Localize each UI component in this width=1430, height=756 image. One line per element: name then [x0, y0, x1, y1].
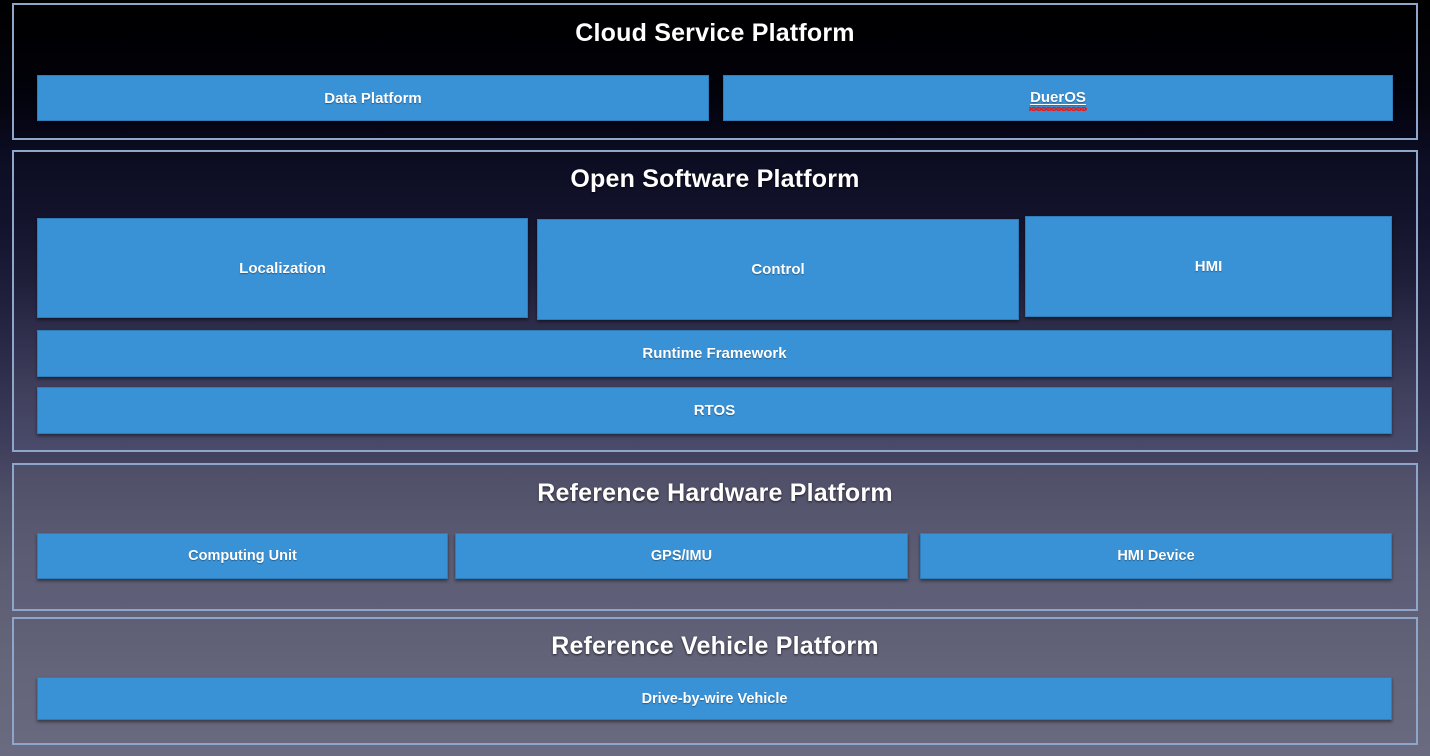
- block-hmi[interactable]: HMI: [1025, 216, 1392, 317]
- layer-reference-vehicle-platform: Reference Vehicle Platform Drive-by-wire…: [12, 617, 1418, 745]
- layer-title-cloud-service-platform: Cloud Service Platform: [575, 19, 855, 47]
- block-dueros[interactable]: DuerOS: [723, 75, 1393, 121]
- layer-open-software-platform: Open Software Platform Localization Cont…: [12, 150, 1418, 452]
- block-runtime-framework[interactable]: Runtime Framework: [37, 330, 1392, 377]
- layer-title-open-software-platform: Open Software Platform: [570, 165, 860, 193]
- block-computing-unit[interactable]: Computing Unit: [37, 533, 448, 579]
- block-label-dueros: DuerOS: [1029, 89, 1087, 111]
- block-gps-imu[interactable]: GPS/IMU: [455, 533, 908, 579]
- block-label-gps-imu: GPS/IMU: [650, 548, 713, 564]
- layer-cloud-service-platform: Cloud Service Platform Data Platform Due…: [12, 3, 1418, 140]
- block-drive-by-wire-vehicle[interactable]: Drive-by-wire Vehicle: [37, 677, 1392, 720]
- block-label-data-platform: Data Platform: [324, 89, 422, 107]
- block-label-hmi-device: HMI Device: [1117, 548, 1195, 564]
- block-label-runtime-framework: Runtime Framework: [642, 345, 787, 362]
- block-localization[interactable]: Localization: [37, 218, 528, 318]
- block-rtos[interactable]: RTOS: [37, 387, 1392, 434]
- block-label-localization: Localization: [239, 259, 326, 277]
- block-control[interactable]: Control: [537, 219, 1019, 320]
- block-label-hmi: HMI: [1194, 258, 1223, 275]
- layer-title-reference-hardware-platform: Reference Hardware Platform: [537, 479, 893, 507]
- block-hmi-device[interactable]: HMI Device: [920, 533, 1392, 579]
- layer-title-reference-vehicle-platform: Reference Vehicle Platform: [551, 632, 879, 660]
- layer-reference-hardware-platform: Reference Hardware Platform Computing Un…: [12, 463, 1418, 611]
- block-label-computing-unit: Computing Unit: [188, 548, 297, 564]
- block-label-control: Control: [751, 261, 805, 278]
- block-label-drive-by-wire-vehicle: Drive-by-wire Vehicle: [641, 690, 788, 707]
- block-data-platform[interactable]: Data Platform: [37, 75, 709, 121]
- block-label-rtos: RTOS: [693, 402, 736, 419]
